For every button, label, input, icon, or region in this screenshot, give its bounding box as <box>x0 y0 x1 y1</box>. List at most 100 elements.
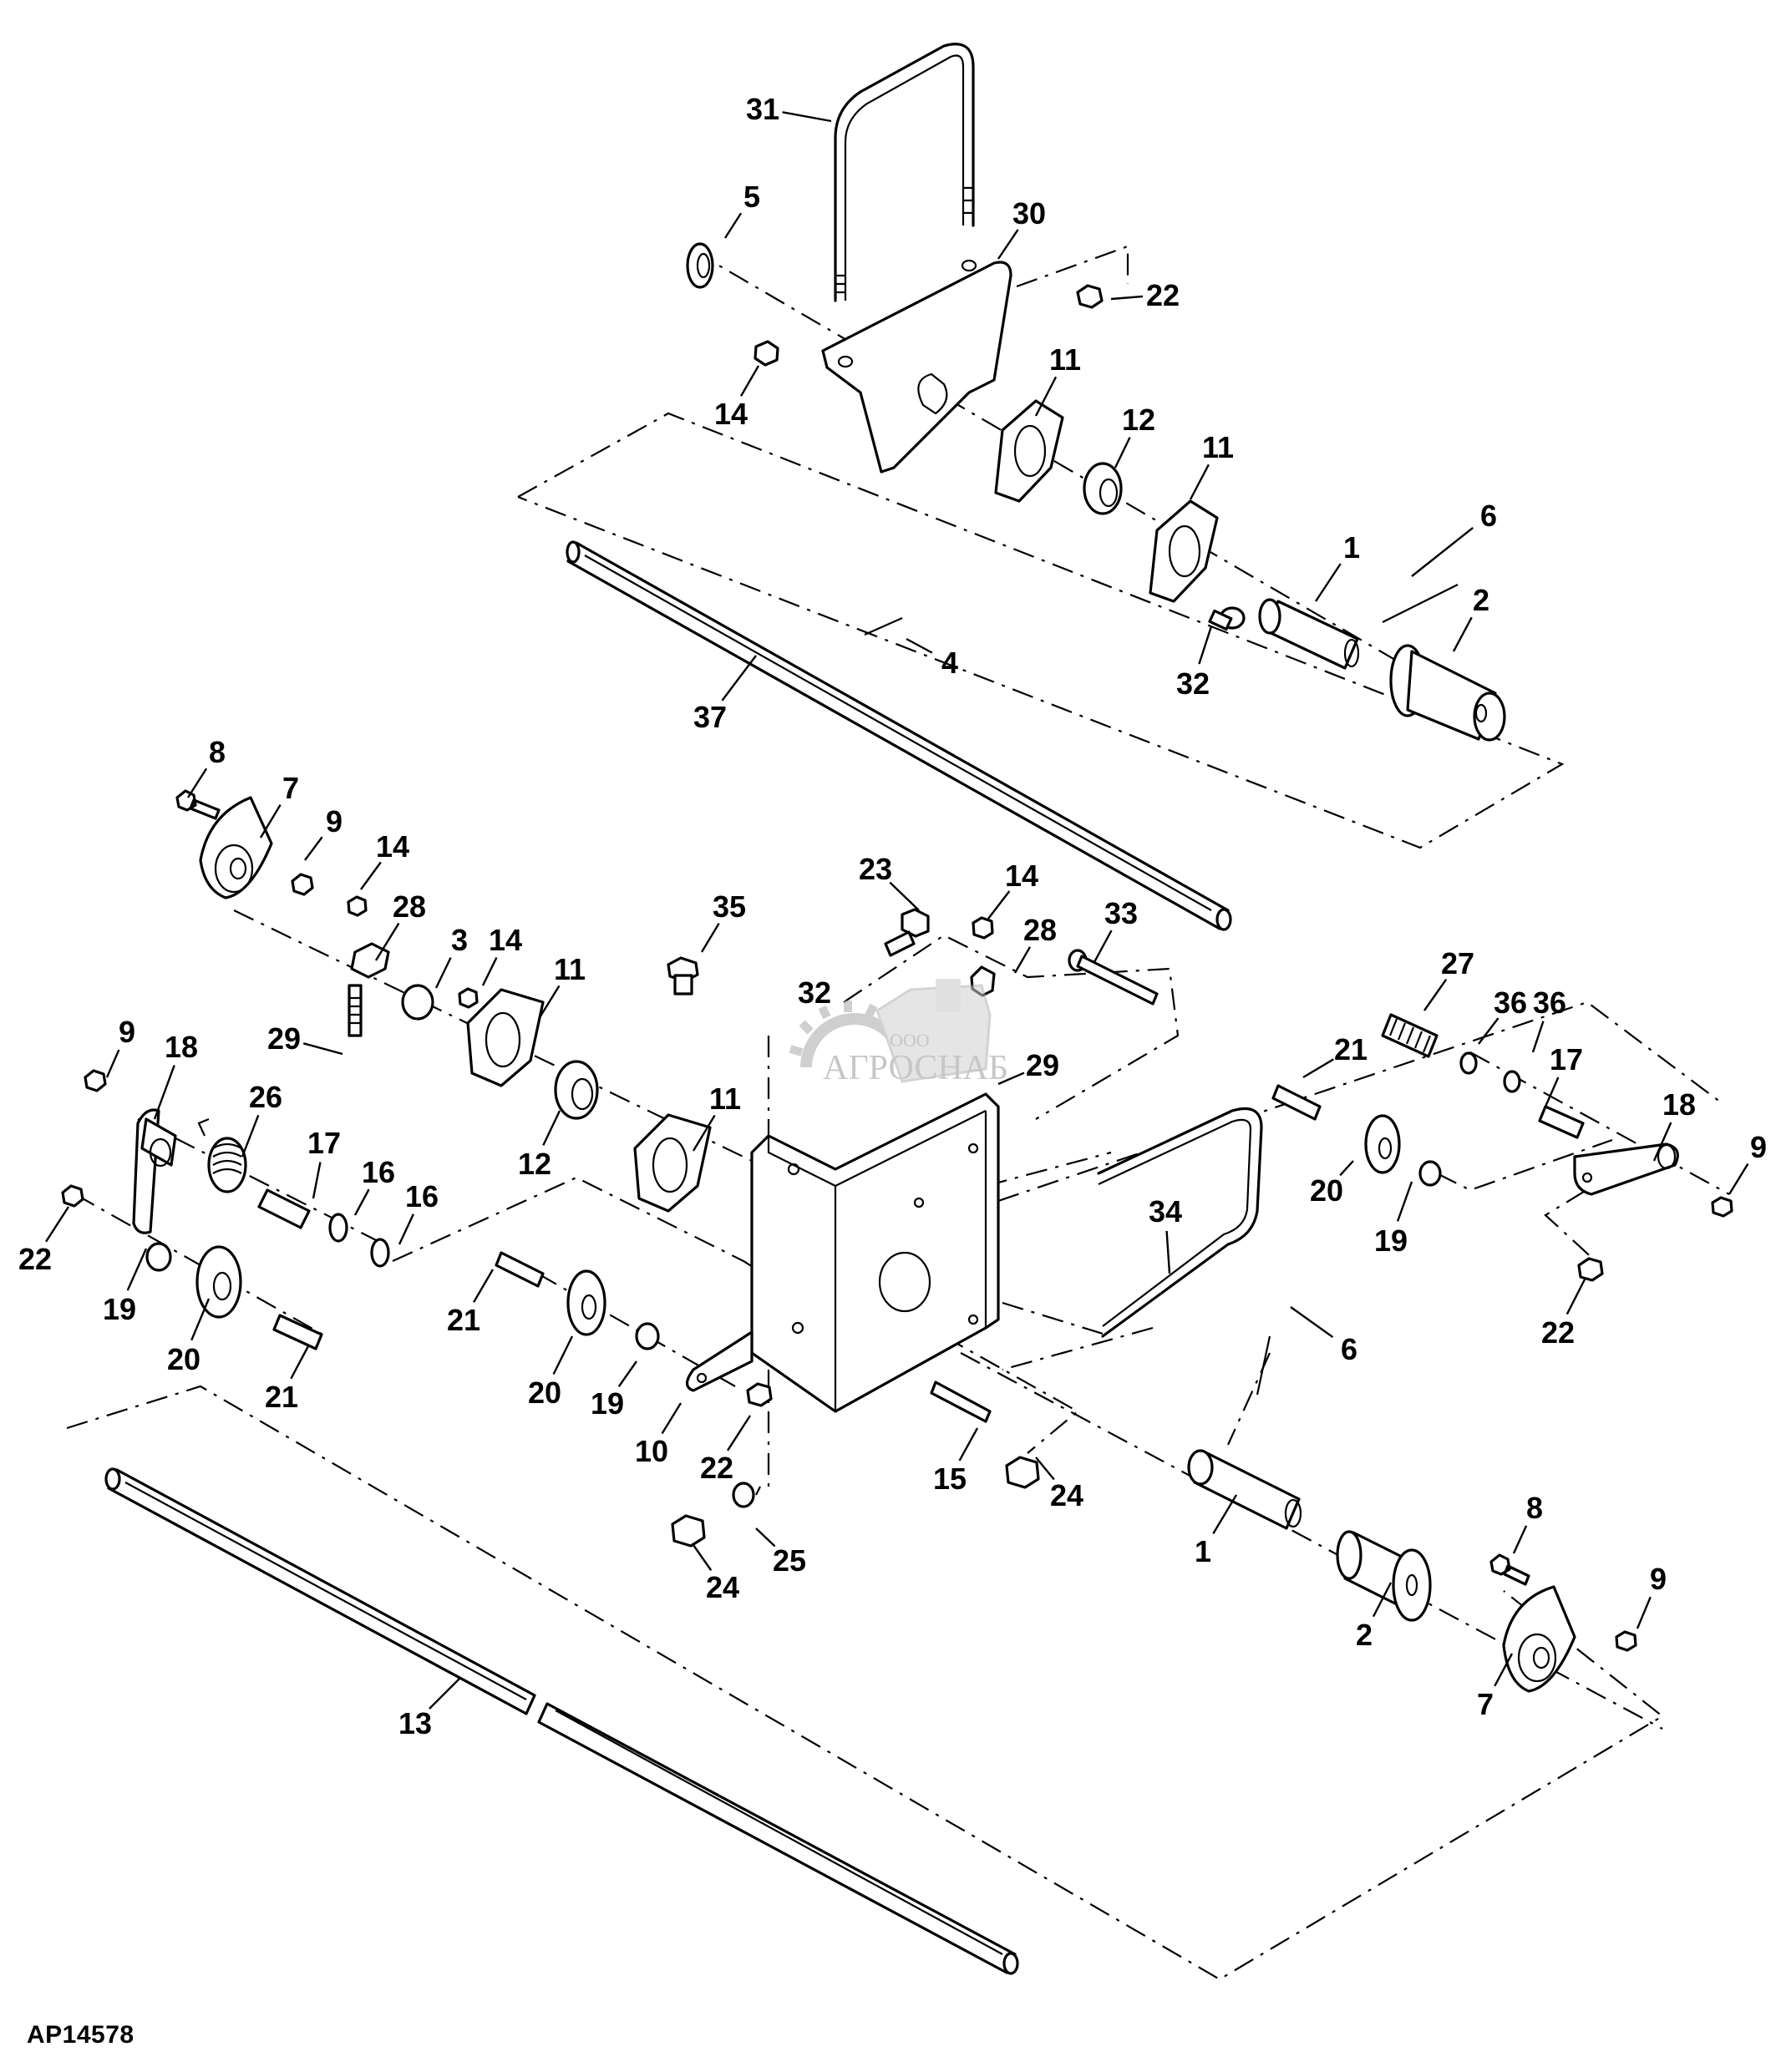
callout-label: 4 <box>941 646 958 680</box>
leader-line <box>312 1162 322 1199</box>
leader-line <box>45 1206 70 1243</box>
callout-label: 6 <box>1341 1332 1357 1366</box>
callout-25: 25 <box>755 1527 806 1578</box>
phantom-path-32 <box>843 934 1180 1120</box>
callout-label: 18 <box>1662 1087 1696 1122</box>
nut-9-lower <box>1615 1630 1637 1652</box>
callout-label: 24 <box>1050 1478 1083 1512</box>
leader-line <box>1290 1306 1334 1339</box>
washer-25 <box>732 1482 755 1508</box>
leader-line <box>552 1335 574 1375</box>
callout-11: 11 <box>1034 342 1081 417</box>
callout-label: 36 <box>1533 985 1566 1020</box>
leader-line <box>353 1188 370 1216</box>
callout-label: 36 <box>1494 985 1527 1020</box>
leader-line <box>1512 1525 1528 1554</box>
watermark: ООО АГРОСНАБ <box>789 979 1008 1087</box>
leader-line <box>782 111 832 123</box>
callout-label: 11 <box>1202 430 1234 464</box>
callout-18: 18 <box>153 1030 198 1120</box>
leader-line <box>692 1114 716 1152</box>
leader-line <box>997 229 1019 260</box>
callout-8: 8 <box>1512 1491 1543 1554</box>
bushing-2-lower <box>1336 1530 1432 1622</box>
leader-line <box>727 1415 752 1451</box>
leader-line <box>186 768 208 798</box>
leader-line <box>721 655 757 702</box>
leader-line <box>1212 1494 1238 1535</box>
callout-22: 22 <box>700 1415 752 1485</box>
lever-18-left <box>132 1108 177 1234</box>
leader-line <box>997 1071 1025 1086</box>
callout-label: 19 <box>103 1292 136 1326</box>
leader-line <box>1339 1160 1354 1177</box>
leader-line <box>700 922 720 953</box>
nut-22-far-left <box>61 1184 84 1208</box>
callout-label: 2 <box>1473 583 1489 617</box>
leader-line <box>398 1213 414 1245</box>
spacer-3 <box>401 984 434 1021</box>
callout-label: 35 <box>713 889 746 924</box>
leader-line <box>1013 946 1032 974</box>
flange-7-left <box>199 796 273 899</box>
leader-line <box>374 922 400 961</box>
callout-label: 9 <box>1750 1130 1767 1164</box>
callout-label: 9 <box>326 804 343 838</box>
callout-21: 21 <box>265 1344 311 1414</box>
bearing-12-left <box>554 1060 599 1120</box>
callout-label: 25 <box>773 1543 806 1578</box>
watermark-company-name: АГРОСНАБ <box>823 1049 1008 1087</box>
callout-label: 13 <box>398 1706 432 1740</box>
leader-line <box>1728 1163 1749 1195</box>
phantom-nut-upper <box>977 245 1129 302</box>
callout-label: 22 <box>700 1451 733 1485</box>
sprocket-20-mid <box>566 1269 606 1336</box>
leader-line <box>1302 1058 1335 1079</box>
callout-label: 14 <box>714 397 748 431</box>
callout-16: 16 <box>398 1179 439 1245</box>
callout-label: 19 <box>591 1386 624 1421</box>
callout-label: 11 <box>554 952 586 986</box>
sleeve-1-top <box>1258 598 1360 670</box>
leader-line <box>1093 930 1113 963</box>
callout-label: 5 <box>743 180 760 214</box>
callout-label: 15 <box>933 1462 967 1496</box>
callout-22: 22 <box>1541 1277 1587 1350</box>
bearing-12-top <box>1083 462 1123 515</box>
callout-label: 8 <box>209 735 226 769</box>
callout-37: 37 <box>693 655 757 734</box>
washer-16-a <box>328 1213 348 1243</box>
nut-22-mid <box>746 1382 773 1407</box>
leader-line <box>1531 1021 1545 1053</box>
flange-bearing-11-lower <box>633 1113 712 1213</box>
phantom-frame-lower-right <box>1002 1326 1154 1371</box>
leader-line <box>1110 295 1144 301</box>
callout-6: 6 <box>1290 1306 1357 1366</box>
nut-14-mid <box>458 987 479 1009</box>
spacer-19-left <box>145 1242 172 1272</box>
leader-line <box>755 1527 776 1548</box>
leader-line <box>302 1042 343 1056</box>
phantom-axis-lower-right <box>960 1352 1663 1730</box>
shaft-13 <box>104 1467 1019 1975</box>
leader-line <box>693 1544 713 1572</box>
phantom-frame-lower <box>66 1385 1664 1981</box>
callout-12: 12 <box>1114 403 1155 469</box>
callout-label: 18 <box>165 1030 198 1064</box>
callout-15: 15 <box>933 1427 979 1496</box>
u-bolt-34 <box>1097 1107 1263 1338</box>
callout-22: 22 <box>18 1206 70 1276</box>
callout-label: 14 <box>489 923 522 957</box>
sprocket-20-left <box>195 1245 242 1319</box>
bolt-21-mid <box>495 1251 545 1288</box>
leader-line <box>889 881 920 911</box>
callout-label: 33 <box>1104 896 1138 930</box>
callout-11: 11 <box>692 1082 741 1152</box>
leader-line <box>1411 526 1474 577</box>
callout-34: 34 <box>1149 1194 1182 1274</box>
callout-12: 12 <box>518 1110 561 1181</box>
callout-label: 23 <box>859 852 892 886</box>
bolt-33 <box>1068 949 1159 1006</box>
callout-label: 21 <box>447 1303 480 1337</box>
